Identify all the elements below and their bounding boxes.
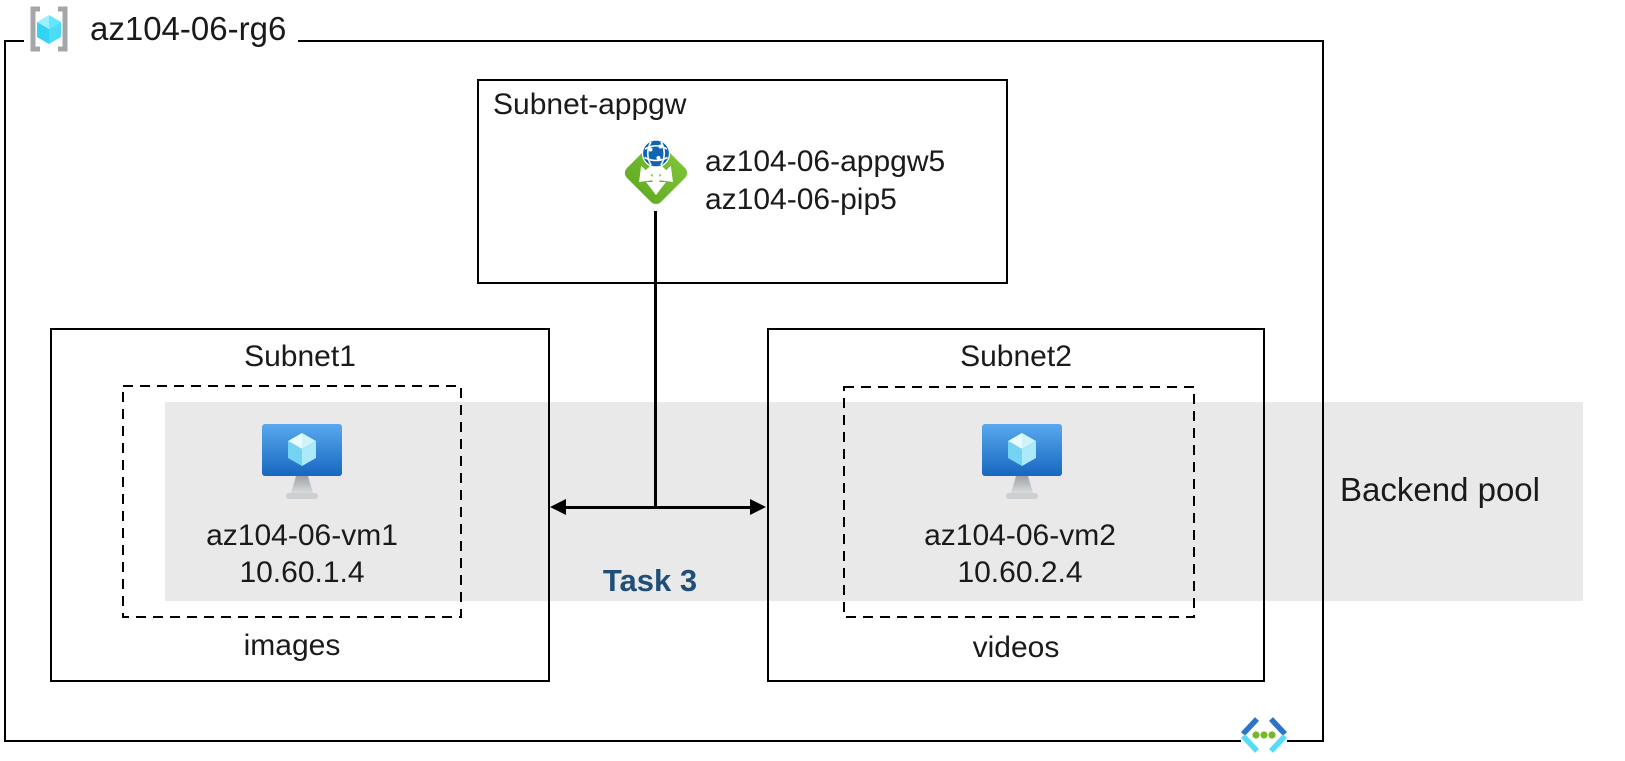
vm1-name-label: az104-06-vm1 bbox=[206, 519, 398, 552]
connector-vertical-line bbox=[654, 211, 657, 508]
vm1-icon bbox=[262, 424, 342, 502]
virtual-network-icon bbox=[1236, 712, 1292, 758]
vm1-ip-label: 10.60.1.4 bbox=[239, 556, 365, 589]
vm2-icon bbox=[982, 424, 1062, 502]
vm2-name-label: az104-06-vm2 bbox=[924, 519, 1116, 552]
subnet2-dashed-box bbox=[843, 386, 1195, 618]
connector-horizontal-line bbox=[562, 506, 756, 509]
subnet2-caption: videos bbox=[972, 631, 1060, 664]
application-gateway-icon bbox=[615, 132, 697, 214]
appgw-pip-label: az104-06-pip5 bbox=[705, 183, 897, 216]
vm2-ip-label: 10.60.2.4 bbox=[957, 556, 1083, 589]
task-label: Task 3 bbox=[602, 563, 698, 598]
arrowhead-left bbox=[550, 499, 566, 515]
subnet1-dashed-box bbox=[122, 385, 462, 618]
resource-group-box bbox=[4, 40, 1324, 742]
appgw-name-label: az104-06-appgw5 bbox=[705, 145, 946, 178]
resource-group-title: az104-06-rg6 bbox=[90, 10, 287, 47]
resource-group-border-segment bbox=[4, 40, 24, 42]
appgw-subnet-title: Subnet-appgw bbox=[493, 88, 687, 121]
resource-group-border-segment bbox=[298, 40, 1324, 42]
resource-group-icon bbox=[27, 5, 71, 53]
subnet2-box bbox=[767, 328, 1265, 682]
arrowhead-right bbox=[750, 499, 766, 515]
backend-pool-band bbox=[165, 402, 1583, 601]
appgw-subnet-box bbox=[477, 79, 1008, 284]
subnet1-caption: images bbox=[243, 629, 341, 662]
subnet1-box bbox=[50, 328, 550, 682]
backend-pool-label: Backend pool bbox=[1340, 471, 1540, 508]
subnet1-title: Subnet1 bbox=[244, 340, 356, 373]
subnet2-title: Subnet2 bbox=[960, 340, 1072, 373]
